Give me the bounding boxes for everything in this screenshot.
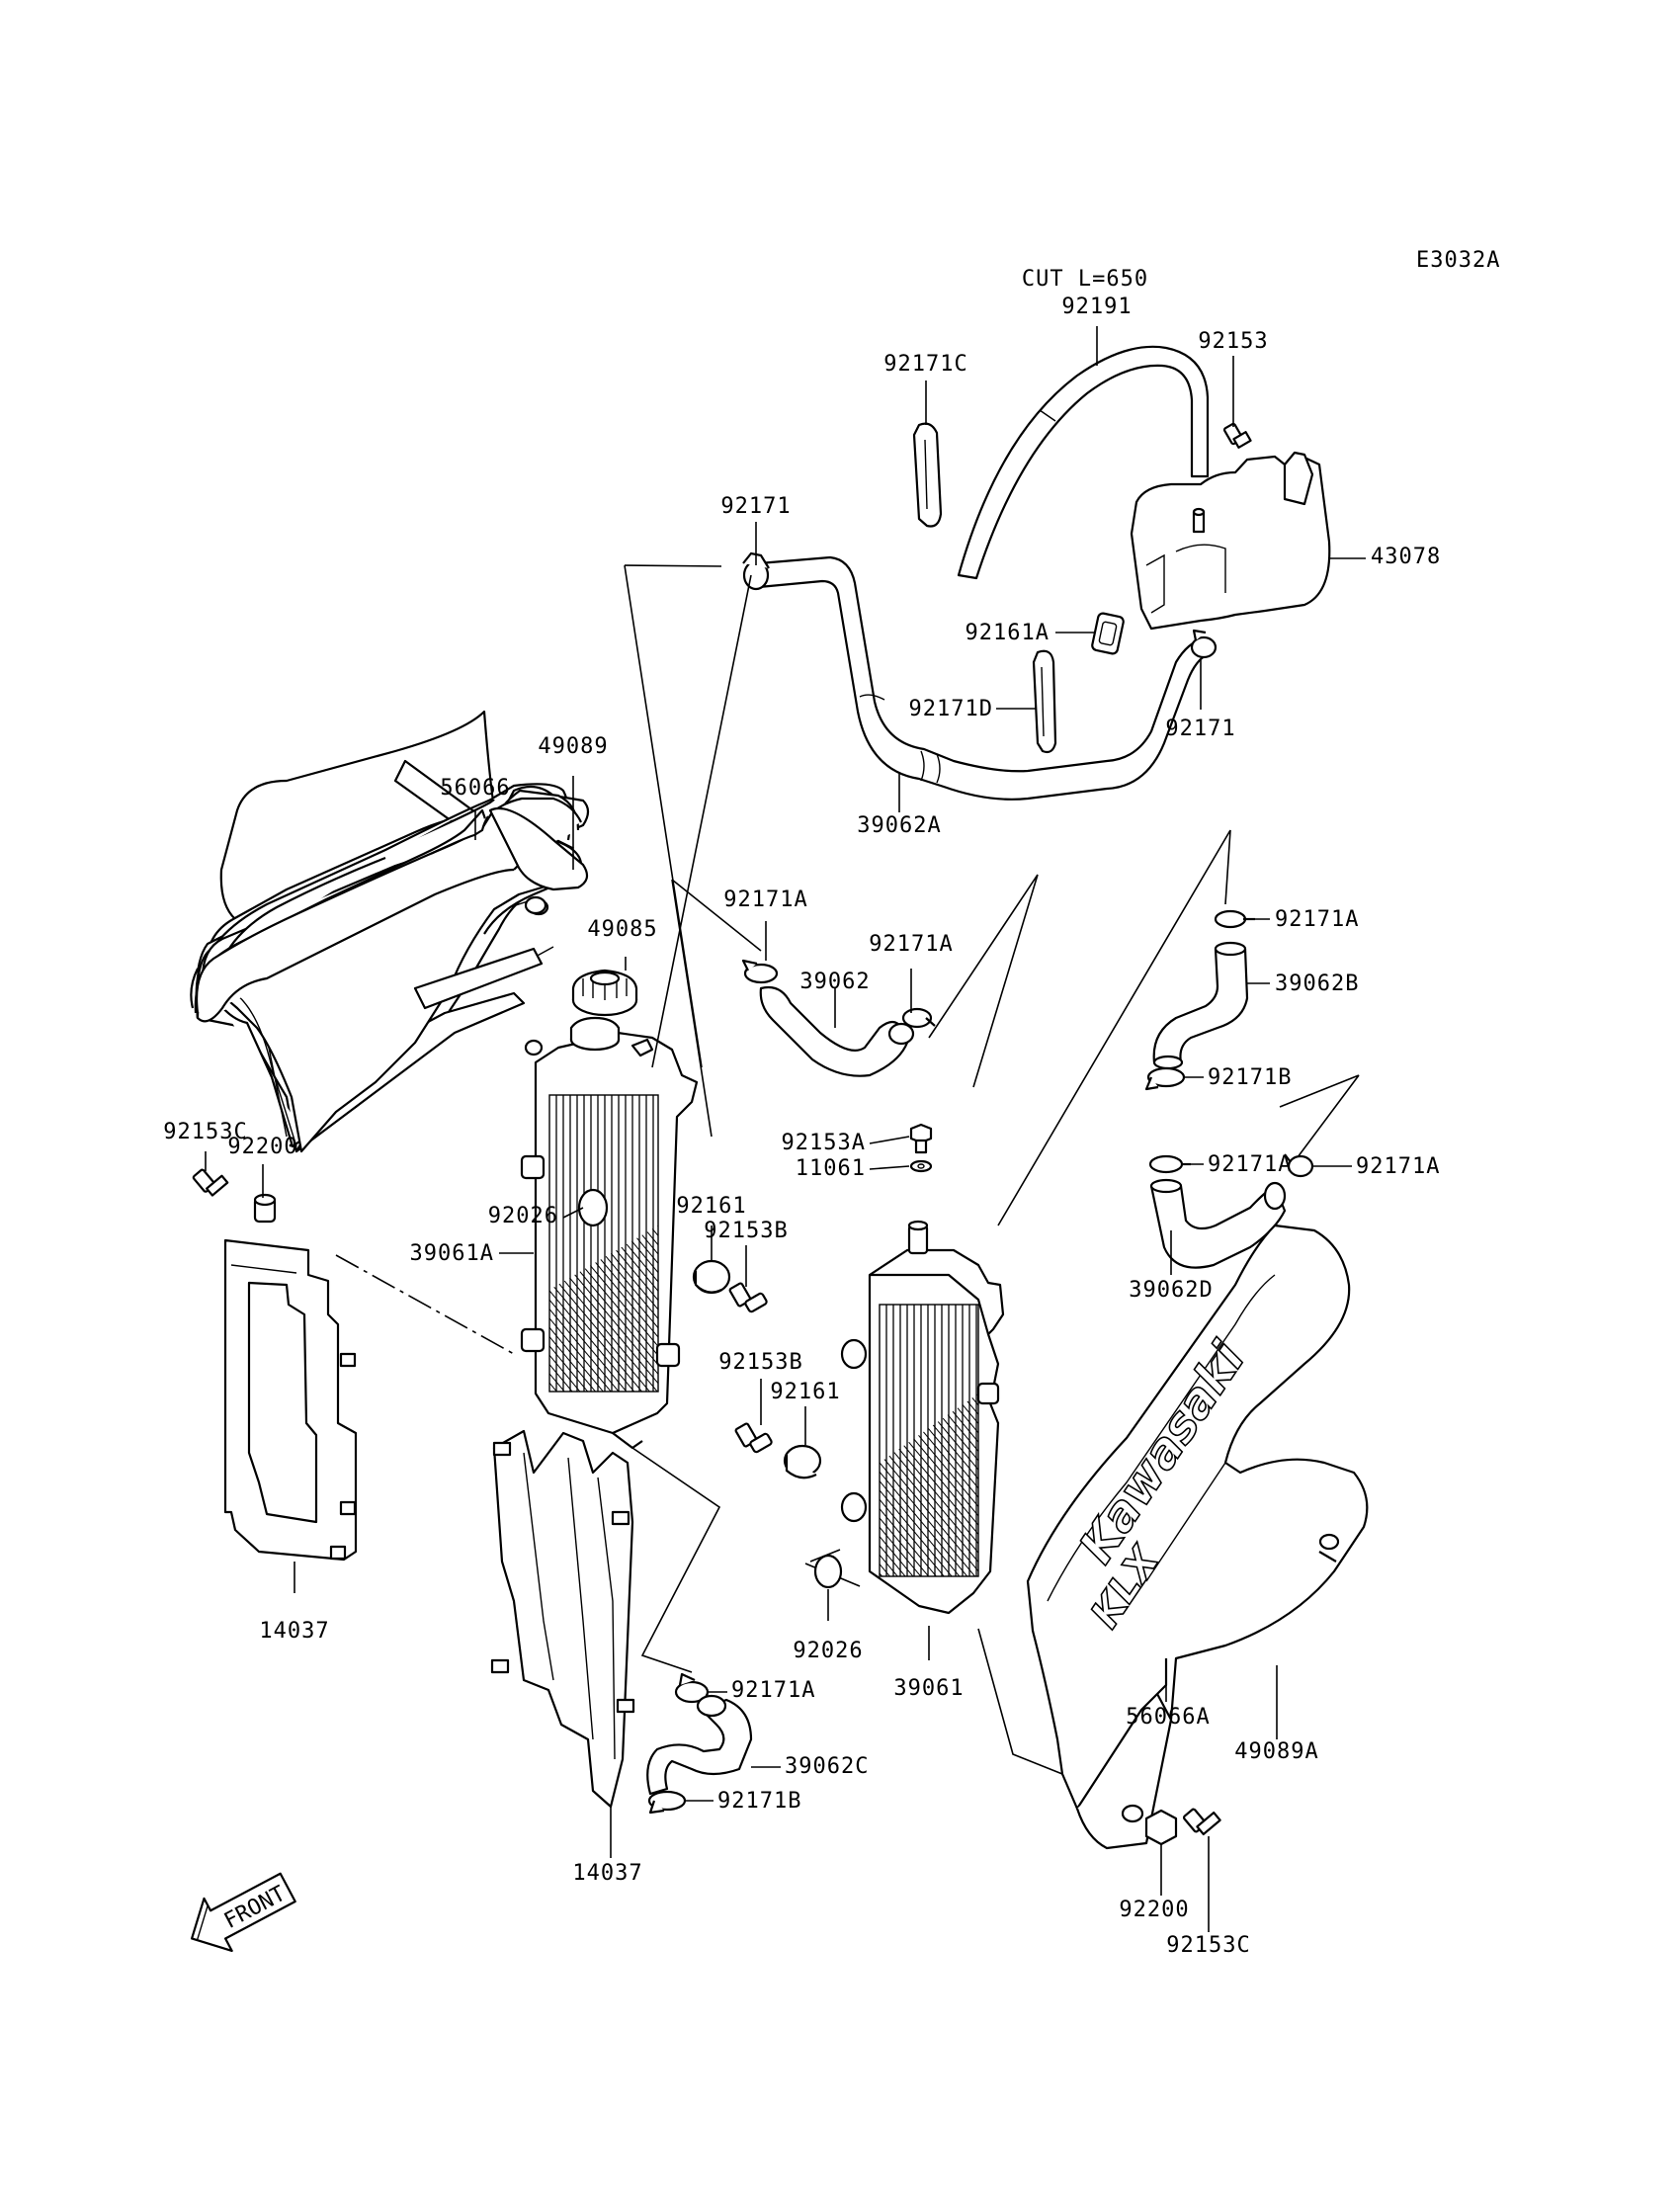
radiator-guard-left [223,1238,358,1562]
collar-92200-left [253,1193,277,1224]
callout-39061: 39061 [893,1676,965,1701]
callout-92200-right: 92200 [1119,1898,1190,1922]
callout-39062C: 39062C [785,1754,870,1779]
callout-92171B-1: 92171B [1208,1065,1293,1090]
callout-39062: 39062 [799,970,871,994]
bolt-92153A [909,1123,933,1154]
callout-92153: 92153 [1198,329,1269,354]
callout-92171A-2: 92171A [869,932,954,957]
callout-92026-top: 92026 [487,1204,558,1228]
callout-92200-left: 92200 [227,1135,298,1159]
callout-92171A-4: 92171A [1208,1152,1293,1177]
bolt-92153B-top [728,1282,768,1313]
callout-92171A-3: 92171A [1275,907,1360,932]
guide-line-2 [651,574,752,1068]
hose-clamp-92171A-1 [741,959,779,984]
breather-hose [957,345,1210,580]
callout-92171C: 92171C [883,352,968,377]
hose-39062C [646,1694,753,1796]
radiator-cap-49085 [571,969,638,1017]
callout-39061A: 39061A [409,1241,494,1266]
bolt-92153C-left [192,1168,229,1197]
callout-92153C-right: 92153C [1166,1933,1251,1958]
grommet-92026-bottom [813,1554,843,1589]
clip-92171D [1032,649,1057,754]
callout-92153B-top: 92153B [704,1219,789,1243]
washer-11061 [909,1159,933,1173]
hose-39062D [1149,1178,1287,1269]
hose-39062 [759,985,915,1077]
callout-92171D: 92171D [908,697,993,721]
callout-92161A: 92161A [965,621,1050,645]
callout-49089A: 49089A [1234,1739,1319,1764]
callout-92161-top: 92161 [676,1194,747,1219]
guide-line-3 [671,879,762,1138]
callout-92171A-6: 92171A [731,1678,816,1703]
grommet-92161A [1091,612,1125,655]
callout-92171B-2: 92171B [717,1789,802,1814]
guide-line-5 [997,829,1231,1226]
callout-92161-mid: 92161 [770,1380,841,1404]
callout-39062A: 39062A [857,813,942,838]
guide-line-7 [335,1254,515,1355]
front-arrow: FRONT [190,1872,296,1952]
diagram-code: E3032A [1416,248,1501,273]
guide-line-1 [624,564,722,1068]
grommet-92026-top [577,1188,609,1227]
bolt-92153C-right [1182,1808,1221,1836]
bolt-92153 [1222,422,1252,449]
callout-92171A-1: 92171A [723,887,808,912]
hose-clamp-92171A-2 [901,1007,936,1029]
hose-39062B [1152,941,1249,1070]
callout-92153C-left: 92153C [163,1120,248,1144]
callout-39062D: 39062D [1129,1278,1214,1303]
callout-92171-top: 92171 [720,494,792,519]
shroud-left-top [196,815,515,1023]
leader-lines [205,326,1366,1932]
hose-length-note: CUT L=650 [1021,267,1149,292]
callout-43078: 43078 [1371,545,1442,569]
callout-92153B-mid: 92153B [718,1350,803,1375]
guide-line-8 [631,1447,721,1673]
callout-92171-right: 92171 [1165,717,1236,741]
callout-92153A: 92153A [781,1131,866,1155]
callout-49085: 49085 [587,917,658,942]
damper-92161-top [692,1259,731,1295]
callout-14037-bottom: 14037 [572,1861,643,1886]
hose-clamp-92171-right [1190,629,1218,659]
callout-92171A-5: 92171A [1356,1154,1441,1179]
callout-56066: 56066 [440,776,511,801]
guide-line-6 [1279,1074,1360,1162]
radiator-left-39061A [520,1016,699,1450]
callout-49089: 49089 [538,734,609,759]
shroud-bracket-49089 [488,806,589,915]
guide-line-4 [928,874,1039,1088]
radiator-guard-right [490,1429,635,1809]
hose-clamp-92171A-4 [1148,1154,1191,1174]
callout-92191: 92191 [1061,295,1133,319]
clip-92171C [912,422,943,528]
hose-clamp-92171B-2 [647,1790,687,1815]
radiator-right-39061 [840,1220,1005,1615]
callout-11061: 11061 [795,1156,866,1181]
damper-92161-mid [783,1444,822,1479]
reservoir-tank [1130,451,1331,631]
radiator-shroud-right [1026,1224,1369,1850]
guide-line-9 [977,1628,1063,1775]
hose-clamp-92171B-1 [1144,1066,1186,1091]
collar-92200-right [1144,1809,1178,1846]
callout-92026-bottom: 92026 [793,1639,864,1663]
bolt-92153B-mid [734,1422,773,1454]
hose-clamp-92171A-6 [674,1672,710,1704]
callout-39062B: 39062B [1275,972,1360,996]
callout-56066A: 56066A [1126,1705,1211,1730]
callout-14037-left: 14037 [259,1619,330,1644]
